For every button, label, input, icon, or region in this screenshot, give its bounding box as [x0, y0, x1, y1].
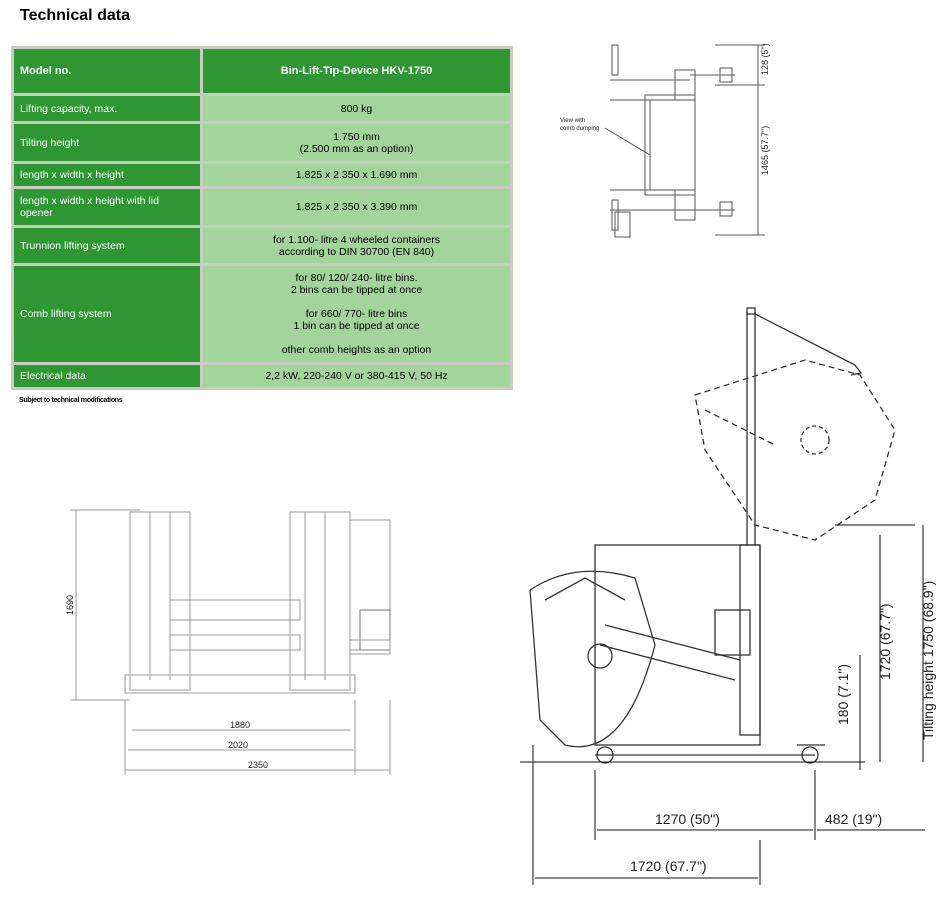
- row-value: 1.825 x 2.350 x 1.690 mm: [203, 164, 510, 186]
- row-label: length x width x height with lid opener: [14, 189, 200, 225]
- row-label: Electrical data: [14, 365, 200, 387]
- header-value: Bin-Lift-Tip-Device HKV-1750: [203, 49, 510, 93]
- row-label: Trunnion lifting system: [14, 228, 200, 263]
- table-row: Lifting capacity, max. 800 kg: [14, 96, 510, 121]
- page-title: Technical data: [20, 7, 130, 24]
- table-row: Tilting height 1.750 mm(2.500 mm as an o…: [14, 124, 510, 161]
- footnote: Subject to technical modifications: [19, 397, 123, 404]
- top-dim-label: 128 (5"): [760, 43, 770, 75]
- table-header-row: Model no. Bin-Lift-Tip-Device HKV-1750: [14, 49, 510, 93]
- side-dim-tilting-height: Tilting height 1750 (68.9"): [920, 581, 936, 740]
- header-label: Model no.: [14, 49, 200, 93]
- row-value: 1.825 x 2.350 x 3.390 mm: [203, 189, 510, 225]
- top-main-dim-label: 1465 (57.7"): [760, 126, 770, 175]
- side-dim-1270: 1270 (50"): [655, 811, 720, 827]
- row-value: for 80/ 120/ 240- litre bins.2 bins can …: [203, 266, 510, 362]
- row-value: 1.750 mm(2.500 mm as an option): [203, 124, 510, 161]
- side-dim-482: 482 (19"): [825, 811, 882, 827]
- front-width-label: 2350: [248, 760, 268, 770]
- row-label: Lifting capacity, max.: [14, 96, 200, 121]
- side-view-drawing: 180 (7.1") 1720 (67.7") Tilting height 1…: [520, 307, 936, 885]
- row-value: 2,2 kW, 220-240 V or 380-415 V, 50 Hz: [203, 365, 510, 387]
- top-view-drawing: View with comb dumping 128 (5") 1465 (57…: [560, 43, 770, 238]
- row-value: 800 kg: [203, 96, 510, 121]
- side-dim-1720-horizontal: 1720 (67.7"): [630, 858, 707, 874]
- row-label: Tilting height: [14, 124, 200, 161]
- spec-table: Model no. Bin-Lift-Tip-Device HKV-1750 L…: [11, 46, 513, 390]
- table-row: Electrical data 2,2 kW, 220-240 V or 380…: [14, 365, 510, 387]
- table-row: length x width x height 1.825 x 2.350 x …: [14, 164, 510, 186]
- table-row: length x width x height with lid opener …: [14, 189, 510, 225]
- top-view-note: View with: [560, 118, 585, 124]
- top-view-note: comb dumping: [560, 126, 599, 132]
- side-dim-180: 180 (7.1"): [835, 664, 851, 725]
- front-width-label: 1880: [230, 720, 250, 730]
- row-label: Comb lifting system: [14, 266, 200, 362]
- front-width-label: 2020: [228, 740, 248, 750]
- table-row: Comb lifting system for 80/ 120/ 240- li…: [14, 266, 510, 362]
- table-row: Trunnion lifting system for 1.100- litre…: [14, 228, 510, 263]
- row-label: length x width x height: [14, 164, 200, 186]
- side-dim-1720-vertical: 1720 (67.7"): [877, 603, 893, 680]
- front-view-drawing: 1690 1880 2020 2350: [65, 509, 391, 775]
- front-height-label: 1690: [65, 595, 75, 615]
